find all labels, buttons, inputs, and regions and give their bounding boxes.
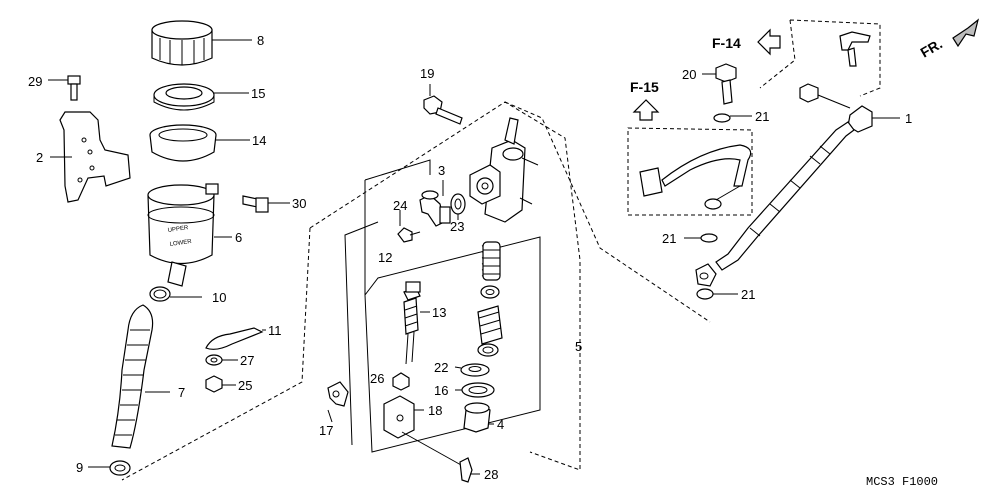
callout-12: 12 — [378, 250, 392, 265]
banjo-bolt-20 — [715, 63, 737, 105]
callout-25: 25 — [238, 378, 252, 393]
circlip — [461, 382, 495, 398]
callout-1: 1 — [905, 111, 912, 126]
washer-22 — [460, 363, 490, 377]
bolt-30 — [242, 195, 269, 213]
lower-mark: LOWER — [169, 239, 192, 248]
callout-7: 7 — [178, 385, 185, 400]
primary-cup — [480, 285, 500, 299]
screw-24 — [397, 227, 421, 243]
push-rod — [403, 281, 421, 365]
diagram-code: MCS3 F1000 — [866, 475, 938, 489]
piston — [477, 305, 503, 345]
washer-27 — [205, 354, 223, 366]
callout-19: 19 — [420, 66, 434, 81]
sealing-washer-21c — [696, 288, 714, 300]
stay-bracket — [59, 111, 131, 203]
ref-f15: F-15 — [630, 79, 659, 95]
callout-11: 11 — [268, 323, 282, 338]
upper-banjo-detail — [839, 31, 871, 67]
diaphragm — [149, 124, 217, 162]
callout-27: 27 — [240, 353, 254, 368]
master-cylinder-body — [469, 117, 539, 223]
reservoir-hose — [111, 304, 154, 449]
diaphragm-plate — [153, 83, 215, 111]
front-label: FR. — [918, 35, 946, 60]
callout-6: 6 — [235, 230, 242, 245]
callout-21c: 21 — [741, 287, 755, 302]
callout-21b: 21 — [662, 231, 676, 246]
sealing-washer-21b — [700, 233, 718, 243]
callout-17: 17 — [319, 423, 333, 438]
secondary-cup — [477, 343, 499, 357]
bolt-29 — [67, 75, 81, 101]
callout-5: 5 — [575, 339, 582, 354]
callout-21a: 21 — [755, 109, 769, 124]
callout-22: 22 — [434, 360, 448, 375]
f15-arrow-icon — [632, 99, 660, 121]
reservoir-cap — [151, 20, 213, 66]
sealing-washer-21a — [713, 113, 731, 123]
ref-f14: F-14 — [712, 35, 741, 51]
upper-mark: UPPER — [167, 225, 189, 234]
callout-23: 23 — [450, 219, 464, 234]
callout-2: 2 — [36, 150, 43, 165]
spring — [481, 241, 501, 281]
inset-hose — [639, 144, 752, 210]
callout-30: 30 — [292, 196, 306, 211]
hose-nut — [799, 83, 819, 103]
callout-3: 3 — [438, 163, 445, 178]
callout-20: 20 — [682, 67, 696, 82]
nut-25 — [205, 375, 223, 393]
callout-10: 10 — [212, 290, 226, 305]
callout-28: 28 — [484, 467, 498, 482]
callout-14: 14 — [252, 133, 266, 148]
callout-13: 13 — [432, 305, 446, 320]
callout-26: 26 — [370, 371, 384, 386]
reservoir-tank: UPPER LOWER — [147, 183, 219, 287]
boot — [463, 402, 491, 433]
nut-26 — [392, 372, 410, 391]
f14-arrow-icon — [757, 28, 781, 56]
inlet-joint — [419, 190, 451, 227]
callout-29: 29 — [28, 74, 42, 89]
callout-9: 9 — [76, 460, 83, 475]
hose-clip-lower — [109, 460, 131, 476]
callout-4: 4 — [497, 417, 504, 432]
callout-24: 24 — [393, 198, 407, 213]
callout-18: 18 — [428, 403, 442, 418]
clevis-pin — [327, 381, 349, 407]
bolt-19 — [423, 95, 463, 125]
hose-clip — [149, 286, 171, 302]
clevis — [383, 395, 471, 471]
callout-16: 16 — [434, 383, 448, 398]
cotter-pin — [459, 457, 473, 483]
o-ring-23 — [450, 193, 466, 215]
hose-guide — [205, 327, 264, 350]
callout-15: 15 — [251, 86, 265, 101]
callout-8: 8 — [257, 33, 264, 48]
front-arrow-icon — [952, 18, 980, 48]
brake-hose — [695, 105, 873, 287]
